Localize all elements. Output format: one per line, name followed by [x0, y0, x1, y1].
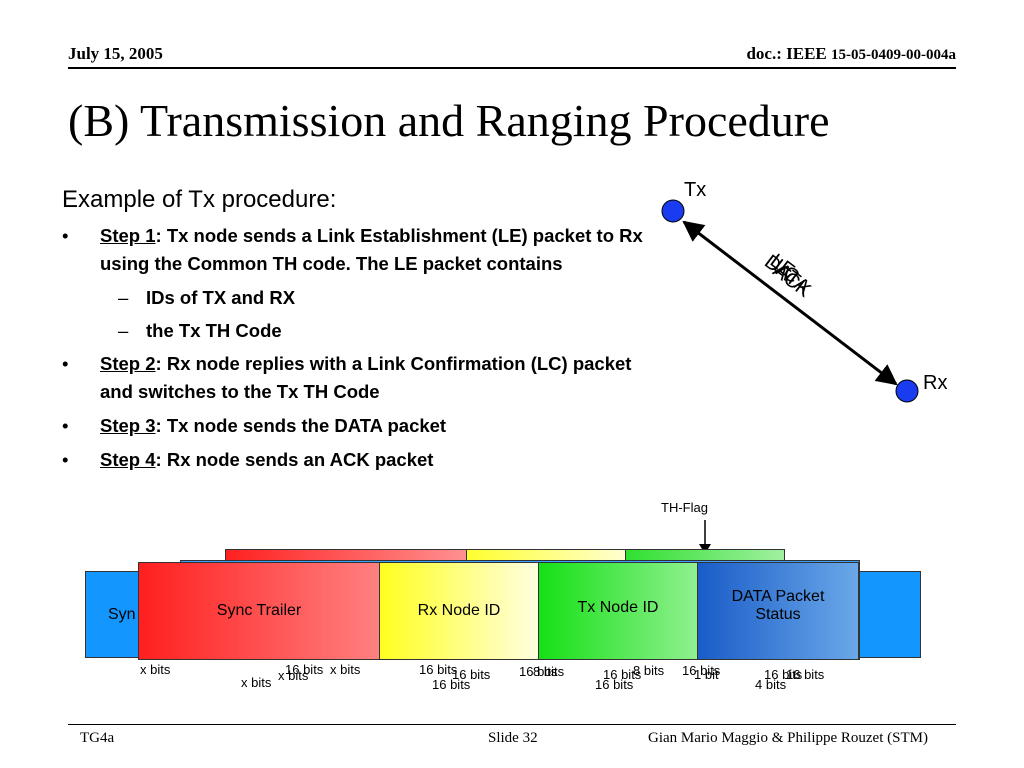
- header-doc-id: doc.: IEEE 15-05-0409-00-004a: [746, 44, 956, 64]
- header-rule: [68, 67, 956, 69]
- step-2-label: Step 2: [100, 353, 156, 374]
- bit-label: 16 bits: [419, 662, 458, 677]
- sub-item-ids: – IDs of TX and RX: [62, 284, 652, 312]
- field-rx-node-id: Rx Node ID: [379, 562, 539, 660]
- field-label: Sync Trailer: [216, 602, 302, 619]
- field-label-line1: DATA Packet: [731, 588, 825, 605]
- step-1-item: • Step 1: Tx node sends a Link Establish…: [62, 222, 652, 278]
- doc-prefix: doc.: IEEE: [746, 44, 832, 63]
- dash-glyph: –: [118, 287, 129, 308]
- bit-label: 1 bit: [694, 667, 719, 682]
- step-3-item: • Step 3: Tx node sends the DATA packet: [62, 412, 652, 440]
- slide-title: (B) Transmission and Ranging Procedure: [68, 95, 830, 146]
- header-date: July 15, 2005: [68, 44, 163, 63]
- intro-text: Example of Tx procedure:: [62, 186, 337, 213]
- th-flag-label: TH-Flag: [661, 500, 708, 515]
- bit-label: x bits: [278, 668, 309, 683]
- step-4-text: : Rx node sends an ACK packet: [155, 449, 434, 470]
- step-4-label: Step 4: [100, 449, 156, 470]
- field-label: Tx Node ID: [577, 599, 659, 616]
- step-3-label: Step 3: [100, 415, 156, 436]
- bullet-glyph: •: [62, 225, 69, 246]
- step-2-item: • Step 2: Rx node replies with a Link Co…: [62, 350, 652, 406]
- bit-label: 16 bits: [452, 667, 491, 682]
- tx-label: Tx: [684, 179, 706, 201]
- bit-label: x bits: [140, 662, 171, 677]
- dash-glyph: –: [118, 320, 129, 341]
- sub-item-th-code: – the Tx TH Code: [62, 317, 652, 345]
- bit-label: x bits: [241, 675, 272, 690]
- rx-label: Rx: [923, 372, 947, 394]
- step-2-text: : Rx node replies with a Link Confirmati…: [100, 353, 632, 402]
- bullet-glyph: •: [62, 353, 69, 374]
- rx-node-icon: [895, 379, 919, 403]
- field-label-line2: Status: [755, 606, 801, 623]
- back-layer-label: Syn: [108, 605, 136, 623]
- bit-label: 16 bits: [603, 667, 642, 682]
- sub-item-1-text: IDs of TX and RX: [146, 287, 296, 308]
- field-label: Rx Node ID: [417, 602, 501, 619]
- bit-label: 16 bits: [519, 664, 558, 679]
- bit-label: 16 bits: [764, 667, 803, 682]
- footer-group: TG4a: [80, 730, 115, 746]
- step-3-text: : Tx node sends the DATA packet: [155, 415, 447, 436]
- bullet-glyph: •: [62, 415, 69, 436]
- link-arrow: [682, 220, 898, 386]
- bit-label: 16 bits: [432, 677, 471, 692]
- tx-node-icon: [661, 199, 685, 223]
- slide-body: Example of Tx procedure: • Step 1: Tx no…: [62, 186, 652, 480]
- bit-label: 16 bits: [786, 667, 825, 682]
- footer-authors: Gian Mario Maggio & Philippe Rouzet (STM…: [648, 730, 928, 746]
- footer-slide-number: Slide 32: [488, 730, 538, 746]
- field-data-packet-status: DATA Packet Status: [697, 562, 859, 660]
- bit-label: x bits: [330, 662, 361, 677]
- step-1-text: : Tx node sends a Link Establishment (LE…: [100, 225, 643, 274]
- bit-label: 8 bits: [633, 663, 665, 678]
- bullet-glyph: •: [62, 449, 69, 470]
- bit-label: 8 bits: [533, 664, 565, 679]
- bit-label: 16 bits: [595, 677, 634, 692]
- bit-label: 4 bits: [755, 677, 787, 692]
- footer-rule: [68, 724, 956, 725]
- bit-label: 16 bits: [682, 663, 721, 678]
- step-1-label: Step 1: [100, 225, 156, 246]
- step-4-item: • Step 4: Rx node sends an ACK packet: [62, 446, 652, 474]
- doc-number: 15-05-0409-00-004a: [831, 47, 956, 63]
- field-tx-node-id: Tx Node ID: [538, 562, 698, 660]
- bit-label: 16 bits: [285, 662, 324, 677]
- sub-item-2-text: the Tx TH Code: [146, 320, 282, 341]
- field-sync-trailer: Sync Trailer: [138, 562, 380, 660]
